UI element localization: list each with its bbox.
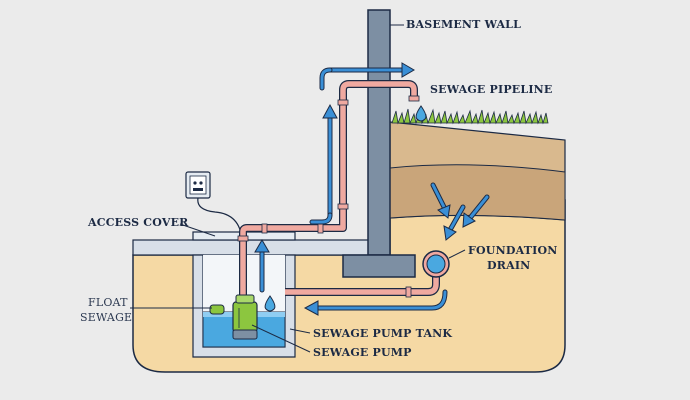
label-foundation-drain-1: FOUNDATION <box>468 244 558 257</box>
arrow-pump-up <box>254 239 270 293</box>
drain-inflow-pipe <box>285 270 440 298</box>
water-drop-pipeline <box>415 105 427 122</box>
subsoil-layer <box>389 164 566 221</box>
label-sewage-pipeline: SEWAGE PIPELINE <box>430 83 553 96</box>
power-outlet <box>185 171 211 199</box>
floor-slab <box>132 239 371 256</box>
water-drop-pit <box>264 295 276 312</box>
label-float: FLOAT <box>88 296 128 309</box>
label-access-cover: ACCESS COVER <box>88 216 189 229</box>
arrow-seepage-2 <box>443 204 466 241</box>
arrow-seepage-3 <box>462 194 490 228</box>
label-basement-wall: BASEMENT WALL <box>406 18 522 31</box>
discharge-pipe <box>237 80 420 295</box>
foundation-drain-pipe <box>422 249 466 278</box>
label-foundation-drain-2: DRAIN <box>487 259 531 272</box>
leader-lines <box>130 24 404 353</box>
arrow-riser <box>309 103 338 225</box>
arrow-inflow <box>303 289 448 316</box>
wall-footing <box>342 254 416 278</box>
flow-arrows <box>254 62 490 316</box>
label-sewage-pump: SEWAGE PUMP <box>313 346 412 359</box>
arrow-outflow-top <box>319 62 415 91</box>
arrow-seepage-1 <box>430 182 451 219</box>
label-sewage-pump-tank: SEWAGE PUMP TANK <box>313 327 453 340</box>
sewage-pump <box>232 294 258 340</box>
grass <box>391 108 549 125</box>
pump-float <box>209 304 225 315</box>
label-sewage: SEWAGE <box>80 311 133 324</box>
basement-wall <box>367 9 391 256</box>
